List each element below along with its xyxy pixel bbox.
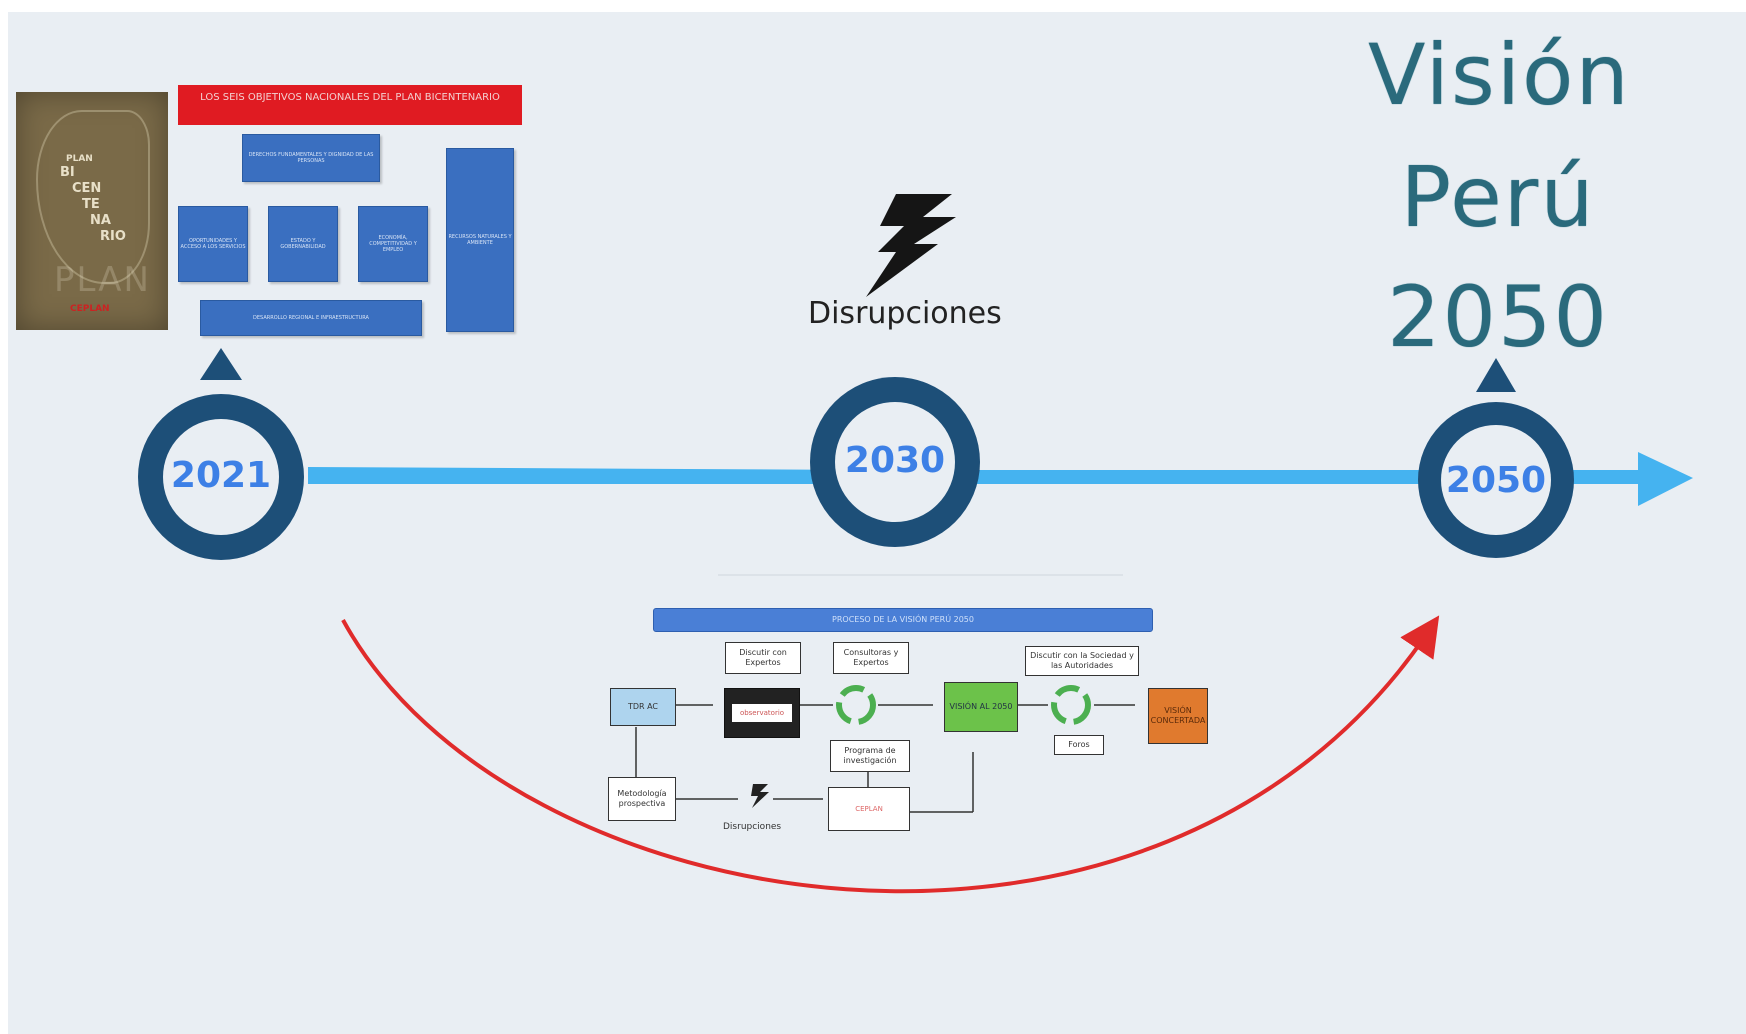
timeline-arrowhead [1638, 452, 1693, 506]
cover-word: PLAN [66, 154, 93, 164]
cover-word: NA [90, 213, 111, 228]
cover-word: RIO [100, 229, 126, 244]
flow-box-consult-experts: Consultoras y Expertos [833, 642, 909, 674]
flow-box-methodology: Metodología prospectiva [608, 777, 676, 821]
disruptions-label: Disrupciones [808, 296, 1002, 331]
slide-canvas: Visión Perú 2050 2021 2030 2050 Disrupci… [8, 12, 1746, 1034]
cover-word: BI [60, 165, 75, 180]
flow-box-forums: Foros [1054, 735, 1104, 755]
milestone-2050-ring [1418, 358, 1574, 558]
year-label-2030: 2030 [844, 440, 946, 481]
flow-header: PROCESO DE LA VISIÓN PERÚ 2050 [653, 608, 1153, 632]
flow-disruptions-label: Disrupciones [723, 822, 782, 832]
objective-box: RECURSOS NATURALES Y AMBIENTE [446, 148, 514, 332]
objective-box: DESARROLLO REGIONAL E INFRAESTRUCTURA [200, 300, 422, 336]
milestone-2030-ring [810, 377, 980, 547]
objective-box: ESTADO Y GOBERNABILIDAD [268, 206, 338, 282]
flow-box-final-vision: VISIÓN CONCERTADA [1148, 688, 1208, 744]
recycle-icon [1051, 685, 1091, 725]
timeline-graphic [138, 194, 1693, 894]
cover-plan-watermark: PLAN [54, 260, 151, 300]
flow-box-start: TDR AC [610, 688, 676, 726]
lightning-bolt-icon [866, 194, 956, 297]
red-curve-arrow [341, 615, 1440, 894]
flow-box-research: Programa de investigación [830, 740, 910, 772]
cover-word: TE [82, 197, 100, 212]
objective-box: ECONOMÍA, COMPETITIVIDAD Y EMPLEO [358, 206, 428, 282]
flow-box-vision-draft: VISIÓN AL 2050 [944, 682, 1018, 732]
cover-word: CEN [72, 181, 102, 196]
objectives-header: LOS SEIS OBJETIVOS NACIONALES DEL PLAN B… [178, 85, 522, 125]
recycle-icon [836, 685, 876, 725]
cover-publisher-logo: CEPLAN [70, 304, 110, 314]
year-label-2021: 2021 [170, 455, 272, 496]
flow-box-discuss-experts: Discutir con Expertos [725, 642, 801, 674]
flow-box-logo-bottom: CEPLAN [828, 787, 910, 831]
milestone-2021-ring [138, 348, 304, 560]
flow-logo-text: observatorio [731, 704, 793, 722]
flow-logo-band: observatorio [724, 688, 800, 738]
vision-title-line2: Perú [1400, 148, 1596, 246]
flow-box-discuss-society: Discutir con la Sociedad y las Autoridad… [1025, 646, 1139, 676]
small-lightning-icon [751, 784, 769, 808]
objective-box: DERECHOS FUNDAMENTALES Y DIGNIDAD DE LAS… [242, 134, 380, 182]
year-label-2050: 2050 [1445, 460, 1547, 501]
objective-box: OPORTUNIDADES Y ACCESO A LOS SERVICIOS [178, 206, 248, 282]
plan-bicentenario-cover: PLAN BI CEN TE NA RIO PLAN CEPLAN [16, 92, 168, 330]
vision-title-line3: 2050 [1387, 268, 1609, 366]
vision-title-line1: Visión [1368, 26, 1631, 124]
